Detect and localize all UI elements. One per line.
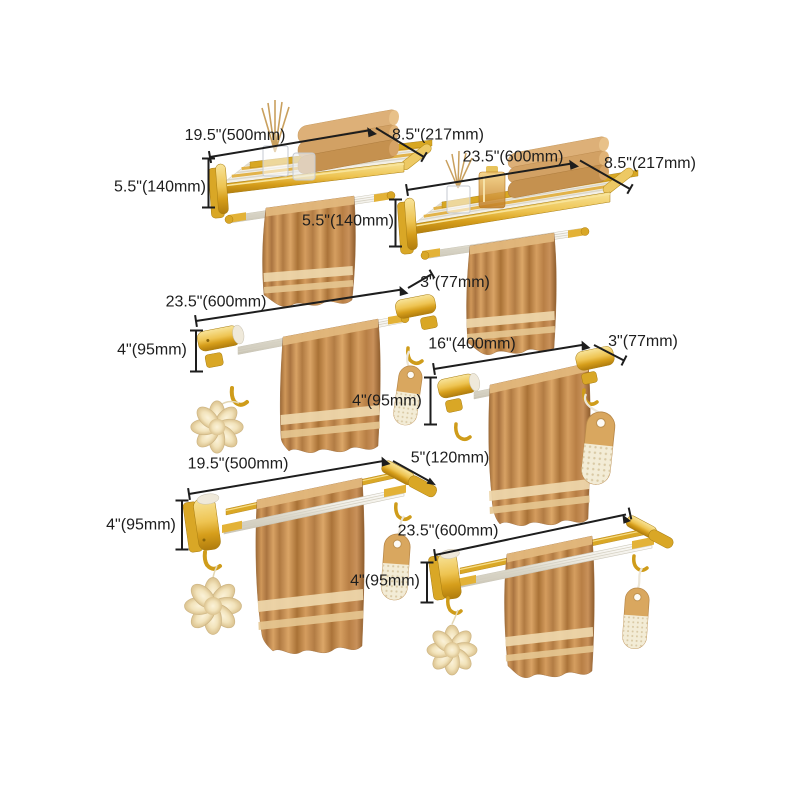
depth-label: 3"(77mm) [608,333,678,350]
sponge-icon [190,400,244,454]
glass-cup [292,152,316,181]
shelf-front-highlight [413,193,611,227]
height-label: 4"(95mm) [117,342,187,359]
brush-icon [621,586,651,650]
dimension-height: 5.5"(140mm) [302,198,402,248]
wall-bracket-left [197,324,245,368]
dimension-height: 4"(95mm) [117,329,203,373]
width-label: 23.5"(600mm) [463,149,564,166]
wall-bracket-right [395,294,438,330]
dimension-depth: 5"(120mm) [392,450,490,486]
dimension-depth: 8.5"(217mm) [375,127,484,163]
wall-bracket-left [437,373,481,413]
hook-icon [394,502,412,521]
brush-icon [379,532,412,602]
wall-bracket [208,163,229,219]
folded-towels [297,109,399,174]
hook-icon [454,422,472,441]
height-label: 5.5"(140mm) [302,213,394,230]
dimension-height: 4"(95mm) [352,376,437,426]
dimension-width: 19.5"(500mm) [185,127,377,164]
hanging-towel [255,477,365,654]
product-towel-shelf-23-5: 23.5"(600mm) 8.5"(217mm) 5.5"(140mm) [302,136,696,355]
product-towel-bar-16: 16"(400mm) 3"(77mm) 4"(95mm) [352,333,678,526]
brush-cord [397,515,405,535]
wall-bracket-right [575,346,615,385]
hook-icon [446,596,463,615]
height-label: 4"(95mm) [106,517,176,534]
brush-cord [583,393,601,414]
brush-cord [636,567,643,589]
hook-icon [632,554,649,572]
hanging-towel [488,362,591,526]
width-label: 16"(400mm) [428,336,515,353]
width-label: 23.5"(600mm) [166,294,267,311]
dimension-height: 5.5"(140mm) [114,157,215,209]
dimension-height: 4"(95mm) [350,561,434,604]
height-label: 5.5"(140mm) [114,179,206,196]
dimension-width: 19.5"(500mm) [187,456,391,501]
sponge-icon [184,577,242,635]
dimension-depth: 8.5"(217mm) [579,155,696,195]
depth-label: 8.5"(217mm) [392,127,484,144]
depth-label: 5"(120mm) [411,450,490,467]
dimension-height: 4"(95mm) [106,499,189,551]
wall-bracket-left [428,549,462,601]
product-double-towel-bar-19-5: 19.5"(500mm) 5"(120mm) 4"(95mm) [106,450,489,654]
sponge-icon [426,624,478,676]
depth-label: 3"(77mm) [420,274,490,291]
dimension-width: 16"(400mm) [428,336,591,376]
wall-bracket [397,197,418,255]
dimension-width: 23.5"(600mm) [405,149,579,197]
reed-diffuser [445,150,473,214]
sponge-string [212,565,218,579]
product-towel-bar-23-5: 23.5"(600mm) 3"(77mm) 4"(95mm) [117,269,490,454]
width-label: 19.5"(500mm) [185,127,286,144]
hook-icon [202,550,222,571]
dimension-width: 23.5"(600mm) [398,507,633,562]
hanging-towel [262,195,356,307]
hook-icon [406,346,424,365]
height-label: 4"(95mm) [350,573,420,590]
sponge-string [451,609,459,625]
wall-bracket-left [182,493,221,553]
product-towel-shelf-19-5: 19.5"(500mm) 8.5"(217mm) 5.5"(140mm) [114,100,484,307]
right-end-bracket [625,515,674,549]
right-end-bracket [381,460,437,498]
dimension-width: 23.5"(600mm) [166,286,409,328]
dimension-depth: 3"(77mm) [593,333,678,366]
amber-bottle [478,166,506,209]
product-double-towel-bar-23-5: 23.5"(600mm) 4"(95mm) [350,507,674,678]
hanging-towel [466,232,557,355]
dimension-depth: 3"(77mm) [407,269,490,291]
hanging-towel [279,318,381,453]
width-label: 19.5"(500mm) [188,456,289,473]
width-label: 23.5"(600mm) [398,523,499,540]
depth-label: 8.5"(217mm) [604,155,696,172]
height-label: 4"(95mm) [352,393,422,410]
